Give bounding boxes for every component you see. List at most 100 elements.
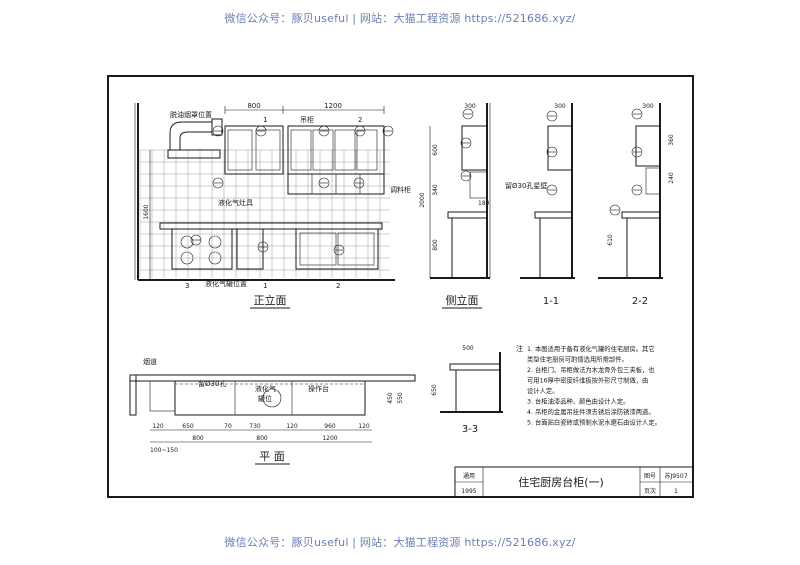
dim-600: 600 xyxy=(432,144,439,156)
plan-back-wall xyxy=(129,374,416,382)
label-hanging: 吊柜 xyxy=(300,115,314,124)
hanger-marker xyxy=(460,137,472,149)
label-page: 页次 xyxy=(644,487,656,495)
notes-head: 注 xyxy=(516,344,523,353)
section-mark-3: 3 xyxy=(185,282,189,290)
plan-dim-row1: 70 xyxy=(224,423,232,430)
hanger-marker xyxy=(257,241,269,253)
notes-block: 注 1. 本图适用于备有液化气罐的住宅厨房。其它类型住宅厨房可酌情选用所需部件。… xyxy=(516,344,661,427)
dim-360: 360 xyxy=(668,134,675,146)
section-mark-2-bot: 2 xyxy=(336,282,340,290)
hanger-marker xyxy=(546,184,558,196)
dim-2000: 2000 xyxy=(419,192,426,207)
label-spice: 调料柜 xyxy=(390,185,411,194)
label-atlas: 图号 xyxy=(644,473,656,480)
plan-tank-circle xyxy=(262,388,282,408)
hanger-marker xyxy=(546,146,558,158)
sheet-border xyxy=(107,75,694,498)
section-2-2: 300 360 240 610 2-2 xyxy=(598,103,675,307)
hanger-marker xyxy=(354,125,366,137)
exhaust-outlet xyxy=(211,118,223,136)
note-line: 可用16厚中密度纤维板按外形尺寸制做，由 xyxy=(527,376,648,385)
side-countertop xyxy=(447,211,488,219)
note-line: 2. 台柜门、吊柜做法为木龙骨外包三夹板，也 xyxy=(527,365,655,374)
plan-dim-side: 100~150 xyxy=(150,447,178,454)
dim-300-22: 300 xyxy=(642,103,654,110)
plan-label-flue: 烟道 xyxy=(143,357,157,366)
plan-dim-row1: 650 xyxy=(182,423,194,430)
drawing-title: 住宅厨房台柜(一) xyxy=(518,475,604,489)
side-base-cabinet xyxy=(451,217,488,279)
note-line: 3. 台柜油漆品种、颜色由设计人定。 xyxy=(527,397,629,406)
plan-dim-row1: 120 xyxy=(152,423,164,430)
page-no: 1 xyxy=(674,488,678,495)
plan-dim-row1: 730 xyxy=(249,423,261,430)
dim-1200: 1200 xyxy=(324,102,342,110)
dim-180: 180 xyxy=(478,200,490,207)
plan-flue xyxy=(149,380,176,412)
dim-1600: 1600 xyxy=(143,204,150,219)
hanger-marker xyxy=(460,170,472,182)
section-22-title: 2-2 xyxy=(632,296,648,307)
plan-label-gas: 液化气 xyxy=(255,384,276,393)
counter-cabinet xyxy=(295,228,379,270)
dim-650-33: 650 xyxy=(431,384,438,396)
year: 1995 xyxy=(461,488,476,495)
section-mark-1-bot: 1 xyxy=(263,282,267,290)
hanger-marker xyxy=(382,125,394,137)
note-line: 5. 台面贴白瓷砖或预制水泥水磨石由设计人定。 xyxy=(527,418,661,427)
dim-800-side: 800 xyxy=(432,239,439,251)
plan-counter xyxy=(174,380,366,416)
plan-title: 平 面 xyxy=(259,450,285,463)
hanger-marker xyxy=(190,234,202,246)
plan-label-counter: 操作台 xyxy=(308,384,329,393)
watermark-bottom: 微信公众号：豚贝useful | 网站：大猫工程资源 https://52168… xyxy=(224,536,576,549)
elevation-title: 正立面 xyxy=(254,293,287,307)
section-mark-1-top: 1 xyxy=(263,116,267,124)
atlas-no: 苏J9507 xyxy=(664,472,687,480)
watermark-top: 微信公众号：豚贝useful | 网站：大猫工程资源 https://52168… xyxy=(224,12,576,25)
hanger-marker xyxy=(212,177,224,189)
dim-300-side: 300 xyxy=(464,103,476,110)
side-hanging-cabinet xyxy=(461,125,488,171)
hanger-marker xyxy=(546,110,558,122)
hanger-marker xyxy=(609,204,621,216)
hanger-marker xyxy=(318,177,330,189)
plan-dim-row2: 800 xyxy=(256,435,268,442)
side-elevation: 2000 600 340 800 300 180 留Ø30孔星壁 侧立面 xyxy=(419,103,547,309)
hole-label: 留Ø30孔星壁 xyxy=(505,181,547,190)
front-elevation: 800 1200 1600 脱油烟罩位置 吊柜 液化气灶具 调料柜 液化气罐位置… xyxy=(134,102,643,309)
plan-dim-row1: 960 xyxy=(324,423,336,430)
label-gas-tank: 液化气罐位置 xyxy=(205,279,247,288)
dim-300-11: 300 xyxy=(554,103,566,110)
side-title: 侧立面 xyxy=(446,293,479,307)
hanger-marker xyxy=(631,146,643,158)
plan-label-tank: 罐位 xyxy=(258,394,272,403)
hanger-marker xyxy=(333,244,345,256)
hanger-marker xyxy=(353,177,365,189)
dim-800: 800 xyxy=(247,102,260,110)
note-line: 设计人定。 xyxy=(527,386,558,395)
plan-dim-row2: 800 xyxy=(192,435,204,442)
gas-tank-bay xyxy=(236,228,264,270)
plan-dim-row1: 120 xyxy=(286,423,298,430)
countertop xyxy=(159,222,383,230)
hanger-marker xyxy=(462,108,474,120)
dim-610: 610 xyxy=(607,234,614,246)
label-mark: 通用 xyxy=(463,472,475,480)
hanger-marker xyxy=(631,108,643,120)
stove-cabinet xyxy=(171,228,233,270)
label-exhaust: 脱油烟罩位置 xyxy=(170,110,212,119)
plan-dim-row2: 1200 xyxy=(322,435,337,442)
note-line: 类型住宅厨房可酌情选用所需部件。 xyxy=(527,355,628,364)
exhaust-duct xyxy=(169,121,212,150)
wall-tiles xyxy=(139,149,390,278)
dim-240: 240 xyxy=(668,172,675,184)
hanger-markers xyxy=(190,108,643,256)
section-11-title: 1-1 xyxy=(543,296,559,307)
note-line: 1. 本图适用于备有液化气罐的住宅厨房。其它 xyxy=(527,344,655,353)
section-mark-2-top: 2 xyxy=(358,116,362,124)
